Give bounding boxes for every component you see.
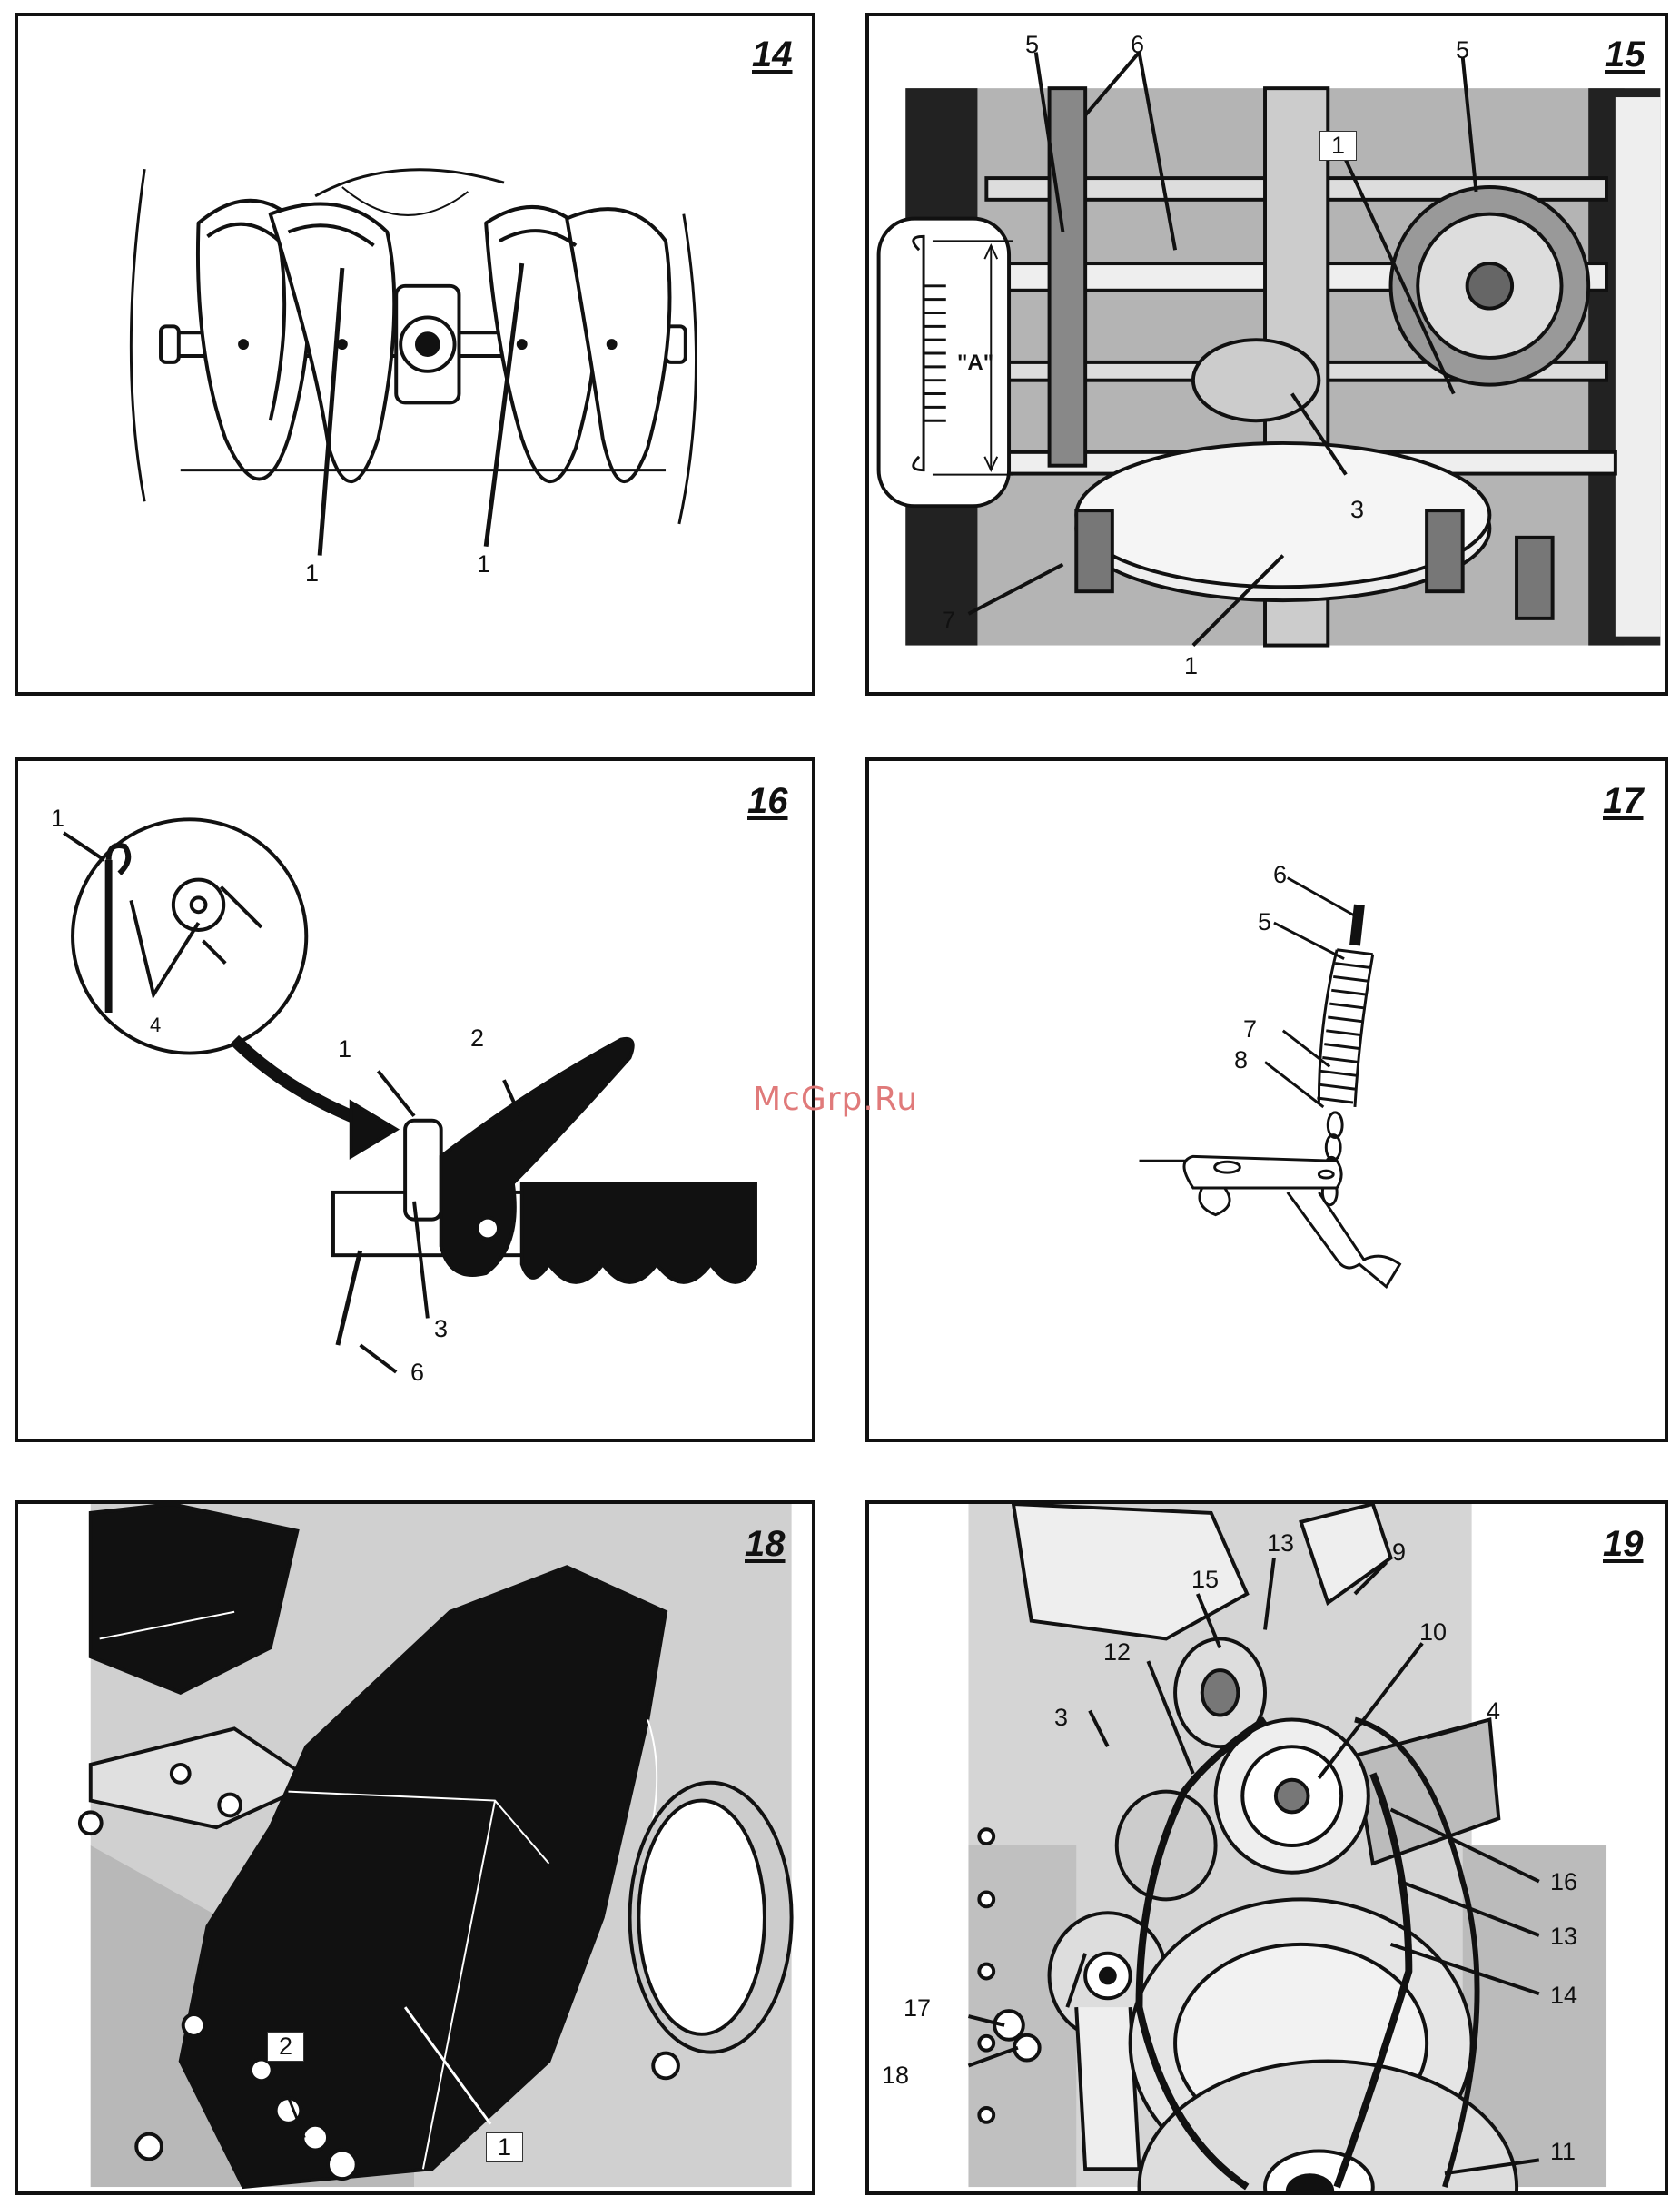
figure-16-panel: 16 [15,757,815,1442]
callout-label: 4 [150,1015,161,1035]
callout-label: 8 [1234,1048,1248,1073]
callout-label: 12 [1103,1640,1131,1665]
callout-label: 1 [51,806,64,831]
callout-label: 15 [1191,1568,1219,1592]
figure-number: 15 [1605,35,1645,75]
callout-label: 14 [1550,1983,1577,2008]
callout-label: 9 [1392,1540,1406,1565]
auger-illustration [18,16,812,692]
callout-label: 7 [942,608,955,633]
callout-label: 18 [882,2063,909,2088]
figure-15-panel: 15 [865,13,1668,696]
callout-label: 1 [338,1037,351,1062]
watermark: McGrp.Ru [753,1081,918,1118]
callout-label: 13 [1550,1924,1577,1949]
figure-number: 18 [745,1524,786,1565]
shift-lever-illustration [18,761,812,1439]
callout-label: 6 [1131,33,1144,57]
callout-label: 17 [904,1996,931,2021]
callout-label: 4 [1487,1699,1500,1724]
callout-label: 5 [1025,33,1039,57]
callout-label: 1 [305,561,319,586]
cable-spring-illustration [869,761,1665,1439]
callout-label: 7 [1243,1017,1257,1042]
callout-label: 1 [1319,131,1357,161]
callout-label: 5 [1456,38,1469,63]
callout-label: 1 [1184,654,1198,678]
callout-label: 2 [267,2032,304,2062]
callout-label: 6 [1273,863,1287,887]
figure-number: 17 [1603,781,1644,822]
callout-label: 3 [1350,498,1364,522]
belt-cover-illustration [18,1504,812,2191]
figure-number: 14 [752,35,793,75]
callout-label: 1 [477,552,490,577]
figure-14-panel: 14 [15,13,815,696]
figure-number: 19 [1603,1524,1644,1565]
callout-label: 10 [1419,1620,1447,1645]
figure-17-panel: 17 6 5 7 8 [865,757,1668,1442]
dimension-label: "A" [957,352,993,374]
figure-18-panel: 18 [15,1500,815,2195]
callout-label: 3 [434,1317,448,1341]
figure-19-panel: 19 [865,1500,1668,2195]
figure-number: 16 [747,781,788,822]
callout-label: 3 [1054,1706,1068,1730]
callout-label: 5 [1258,910,1271,935]
callout-label: 6 [410,1360,424,1385]
callout-label: 1 [486,2132,523,2162]
callout-label: 16 [1550,1870,1577,1894]
callout-label: 2 [470,1026,484,1051]
belt-drive-illustration [869,1504,1665,2191]
callout-label: 11 [1550,2140,1576,2164]
callout-label: 13 [1267,1531,1294,1556]
